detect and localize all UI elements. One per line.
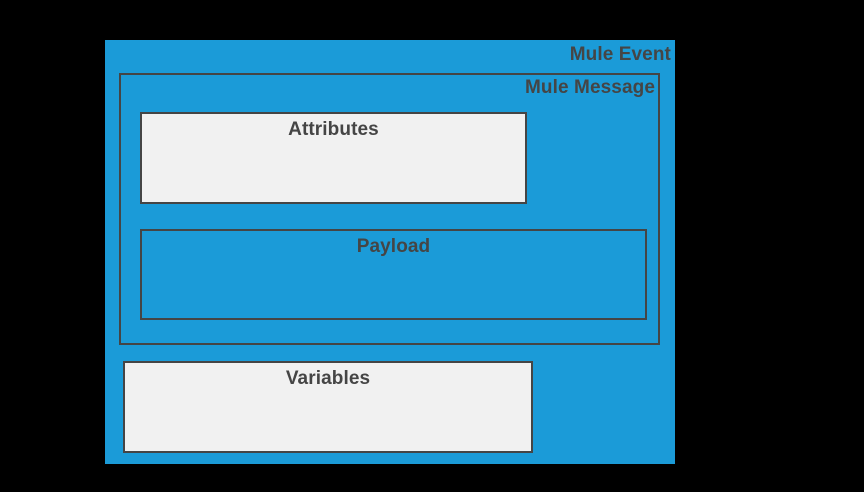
mule-event-label: Mule Event: [569, 44, 671, 65]
mule-message-panel: Mule Message Attributes Payload: [119, 73, 660, 345]
attributes-label: Attributes: [288, 119, 379, 140]
mule-message-label: Mule Message: [524, 77, 655, 98]
variables-box: Variables: [123, 361, 533, 453]
variables-label: Variables: [285, 368, 371, 389]
mule-event-panel: Mule Event Mule Message Attributes Paylo…: [105, 40, 675, 464]
payload-box: Payload: [140, 229, 647, 320]
attributes-box: Attributes: [140, 112, 527, 204]
payload-label: Payload: [356, 236, 431, 257]
